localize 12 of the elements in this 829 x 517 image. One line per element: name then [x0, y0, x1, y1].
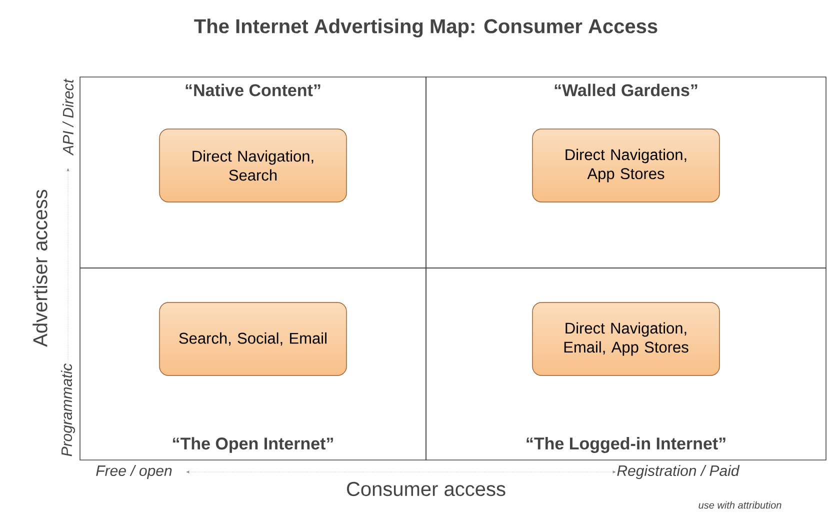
axis-end-label: Registration / Paid — [617, 465, 740, 479]
category-box: Search, Social, Email — [159, 302, 347, 376]
title: The Internet Advertising Map: Consumer Access — [194, 18, 658, 38]
category-box: Direct Navigation, Email, App Stores — [532, 302, 720, 376]
axis-end-label: API / Direct — [62, 78, 74, 156]
category-box: Direct Navigation, Search — [159, 128, 347, 202]
axis-end-label: Free / open — [96, 465, 172, 479]
axis-title: Advertiser access — [32, 190, 48, 347]
source-note: use with attribution — [698, 501, 782, 509]
category-box: Direct Navigation, App Stores — [532, 128, 720, 202]
axis-end-label: Programmatic — [61, 364, 75, 456]
axis-title: Consumer access — [347, 482, 506, 496]
